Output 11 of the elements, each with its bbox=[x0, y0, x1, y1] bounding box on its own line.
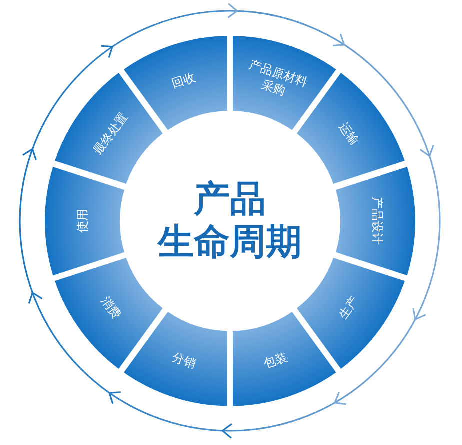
stage-label: 运输 bbox=[336, 119, 364, 150]
stage-label: 消费 bbox=[97, 292, 125, 324]
stage-label: 分销 bbox=[170, 349, 200, 374]
stage-label: 使用 bbox=[75, 208, 90, 235]
stage-label: 生产 bbox=[335, 292, 363, 324]
stage-label: 产品设计 bbox=[370, 196, 385, 247]
stage-label: 最终处置 bbox=[89, 109, 132, 160]
stage-label: 包装 bbox=[260, 349, 290, 374]
center-title: 产品生命周期 bbox=[158, 178, 302, 264]
stage-label: 回收 bbox=[170, 68, 199, 93]
stage-label: 产品原材料采购 bbox=[246, 56, 310, 100]
